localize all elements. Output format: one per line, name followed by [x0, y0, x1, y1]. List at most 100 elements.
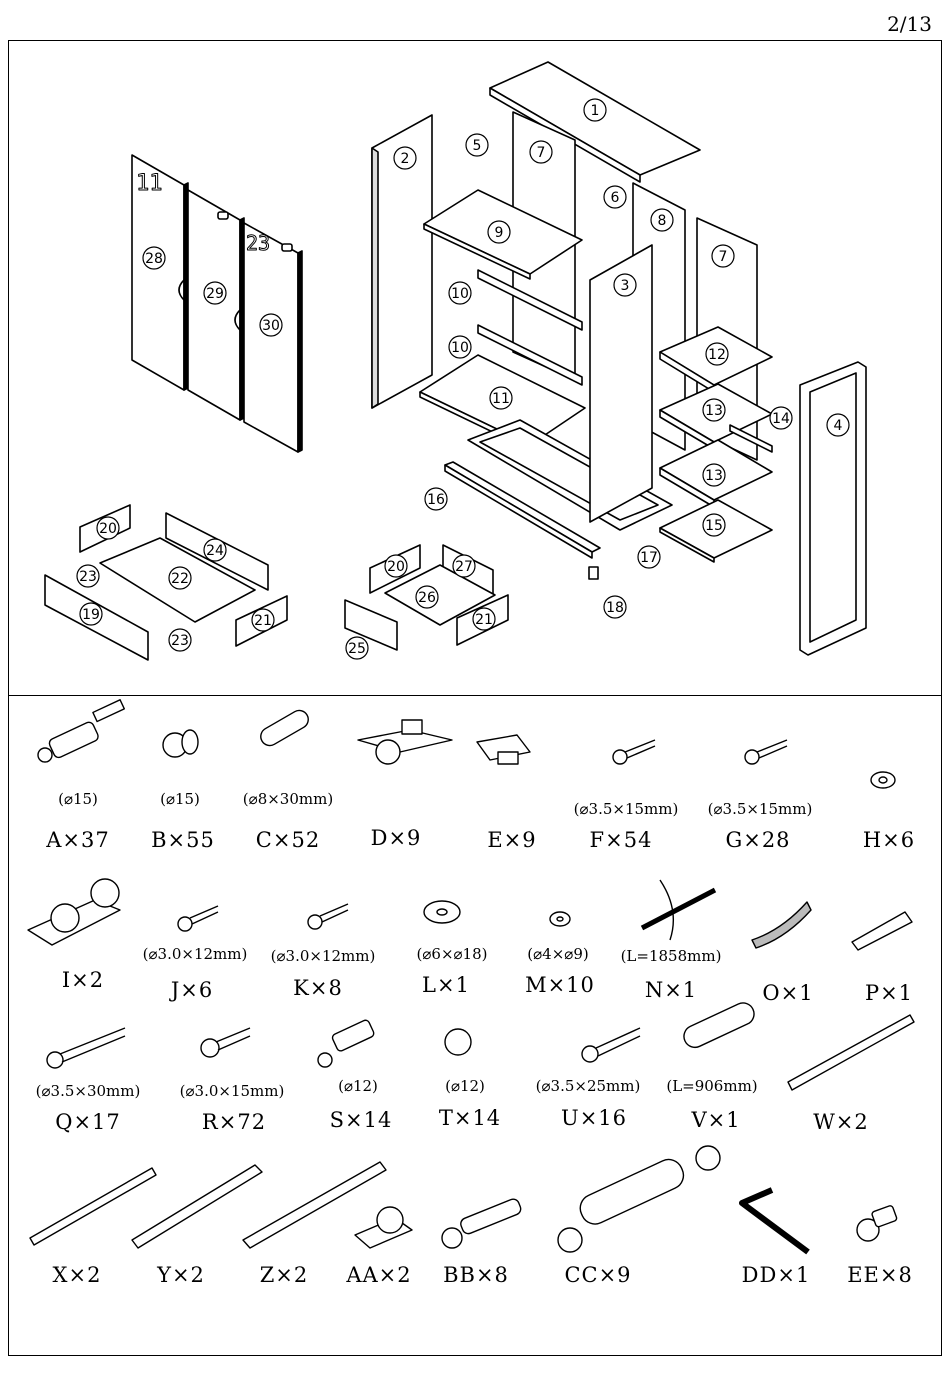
mesh-icon [751, 901, 812, 949]
rod-icon [683, 1002, 755, 1049]
washer-icon [549, 911, 571, 927]
hardware-qty-label: F×54 [589, 828, 653, 852]
part-number-circles [76, 98, 850, 660]
part-label: 7 [719, 249, 728, 265]
hardware-qty-label: G×28 [725, 828, 791, 852]
part-label: 27 [455, 559, 473, 575]
hardware-qty-label: S×14 [329, 1108, 393, 1132]
part-label: 26 [418, 590, 436, 606]
hardware-qty-label: C×52 [255, 828, 321, 852]
hardware-qty-label: K×8 [293, 976, 343, 1000]
hardware-spec-label: (⌀15) [160, 790, 200, 808]
screw-icon [744, 739, 788, 765]
part-label: 19 [82, 607, 100, 623]
hardware-spec-label: (⌀3.5×30mm) [35, 1082, 141, 1100]
hardware-qty-label: N×1 [644, 978, 698, 1002]
svg-text:23: 23 [246, 231, 270, 255]
part-label: 3 [621, 278, 630, 294]
connector-icon [317, 1019, 375, 1068]
screw-icon [46, 1027, 126, 1069]
hardware-spec-label: (⌀4×⌀9) [527, 945, 589, 963]
hardware-spec-label: (⌀12) [338, 1077, 378, 1095]
part-label: 30 [262, 318, 280, 334]
hardware-qty-label: I×2 [61, 968, 105, 992]
screw-icon [612, 739, 656, 765]
hardware-qty-label: U×16 [560, 1106, 628, 1130]
dowel-icon [260, 709, 309, 747]
hardware-qty-label: E×9 [487, 828, 537, 852]
hardware-qty-label: D×9 [370, 826, 422, 850]
hardware-qty-label: EE×8 [847, 1263, 913, 1287]
center-divider [589, 244, 653, 523]
hardware-qty-label: W×2 [813, 1110, 869, 1134]
hardware-qty-label: Q×17 [55, 1110, 121, 1134]
part-label: 17 [640, 550, 658, 566]
hinge-plate-icon [476, 734, 531, 765]
roller-icon [27, 878, 121, 946]
part-label: 29 [206, 286, 224, 302]
drawer-runner-icon [787, 1014, 915, 1091]
cam-bolt-icon [557, 1145, 721, 1253]
hardware-qty-label: Y×2 [157, 1263, 205, 1287]
hardware-qty-label: X×2 [52, 1263, 102, 1287]
part-label: 15 [705, 518, 723, 534]
strip-icon [640, 879, 717, 941]
hardware-qty-label: CC×9 [564, 1263, 632, 1287]
washer-icon [870, 771, 896, 789]
hardware-qty-label: J×6 [170, 978, 214, 1002]
part-label: 4 [834, 418, 843, 434]
part-label: 9 [495, 225, 504, 241]
hardware-spec-label: (⌀3.0×15mm) [179, 1082, 285, 1100]
part-number-labels: 1 2 3 4 5 6 7 7 8 9 10 10 11 12 13 13 14… [79, 103, 842, 657]
diagram-frame [8, 40, 942, 1356]
part-label: 11 [492, 391, 510, 407]
part-label: 20 [387, 559, 405, 575]
hardware-qty-label: Z×2 [259, 1263, 309, 1287]
part-label: 25 [348, 641, 366, 657]
part-label: 1 [591, 103, 600, 119]
part-label: 8 [658, 213, 667, 229]
cam-bolt-icon [441, 1198, 522, 1249]
drawer-runner-icon [29, 1167, 157, 1246]
hardware-spec-label: (⌀3.5×25mm) [535, 1077, 641, 1095]
part-label: 13 [705, 468, 723, 484]
hardware-qty-label: T×14 [438, 1106, 502, 1130]
part-label: 22 [171, 571, 189, 587]
part-label: 2 [401, 151, 410, 167]
washer-icon [423, 900, 461, 924]
part-label: 21 [254, 613, 272, 629]
cam-lock-icon [162, 729, 199, 758]
allen-key-icon [739, 1187, 810, 1255]
cam-lock-icon [444, 1028, 472, 1056]
part-label: 24 [206, 543, 224, 559]
hardware-qty-label: BB×8 [443, 1263, 509, 1287]
part-label: 20 [99, 521, 117, 537]
side-panel-right [799, 361, 867, 656]
hinge-icon [357, 719, 453, 765]
drawer-runner-icon [131, 1164, 263, 1249]
part-label: 6 [611, 190, 620, 206]
hardware-spec-label: (⌀3.0×12mm) [142, 945, 248, 963]
drawer-runner-icon [242, 1161, 387, 1249]
hardware-spec-label: (⌀3.0×12mm) [270, 947, 376, 965]
hardware-qty-label: AA×2 [346, 1263, 412, 1287]
hardware-spec-label: (⌀15) [58, 790, 98, 808]
hardware-qty-label: H×6 [862, 828, 916, 852]
screw-icon [200, 1027, 251, 1058]
hardware-qty-label: B×55 [151, 828, 215, 852]
hardware-qty-label: DD×1 [741, 1263, 811, 1287]
part-label: 18 [606, 600, 624, 616]
hardware-qty-label: V×1 [691, 1108, 741, 1132]
hardware-spec-label: (⌀3.5×15mm) [707, 800, 813, 818]
part-label: 14 [772, 411, 790, 427]
hardware-qty-label: M×10 [525, 973, 595, 997]
part-label: 16 [427, 492, 445, 508]
page-number: 2/13 [887, 12, 932, 36]
hardware-spec-label: (L=906mm) [666, 1077, 758, 1095]
hardware-spec-label: (⌀3.5×15mm) [573, 800, 679, 818]
part-label: 12 [708, 347, 726, 363]
screw-icon [581, 1027, 641, 1063]
hardware-spec-label: (⌀8×30mm) [242, 790, 334, 808]
hardware-qty-label: L×1 [422, 973, 470, 997]
